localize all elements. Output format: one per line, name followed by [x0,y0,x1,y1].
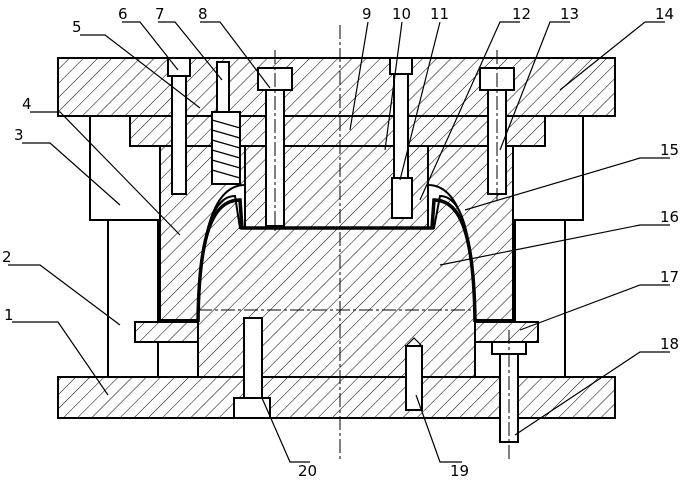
leader-17 [519,284,670,331]
leader-4 [30,111,181,236]
part-label-8: 8 [198,5,208,23]
part-label-15: 15 [660,141,679,159]
leader-1 [12,321,109,396]
part-label-20: 20 [298,462,317,480]
leader-6 [122,21,179,71]
part-label-7: 7 [155,5,165,23]
blank-holder-plate-left [134,321,199,343]
leader-15 [464,157,670,211]
cap-screw-20-head [233,397,271,419]
leader-8 [200,21,271,89]
left-guide-column [107,219,159,378]
cap-screw-6-shank [171,75,187,195]
upper-die-plate [57,57,616,117]
leader-20 [261,397,310,463]
leader-11 [399,21,441,181]
part-label-19: 19 [450,462,469,480]
dowel-pin-19-tip [405,337,423,347]
part-label-1: 1 [4,306,14,324]
dowel-pin-19 [405,345,423,411]
leader-13 [499,21,570,151]
pin-12-head [389,57,413,75]
part-label-13: 13 [560,5,579,23]
backing-plate [129,115,546,147]
cap-screw-20-shank [243,317,263,399]
part-label-17: 17 [660,268,679,286]
part-label-5: 5 [72,18,82,36]
leader-7 [158,21,223,81]
part-label-12: 12 [512,5,531,23]
leader-2 [8,264,121,326]
blank-holder-plate-right [474,321,539,343]
leader-18 [514,351,670,436]
part-label-4: 4 [22,95,32,113]
leader-14 [559,21,665,91]
part-label-18: 18 [660,335,679,353]
leader-3 [22,142,121,206]
spring-pocket [211,111,241,185]
part-label-10: 10 [392,5,411,23]
ejector-rod-slot [391,177,413,219]
part-label-9: 9 [362,5,372,23]
part-label-14: 14 [655,5,674,23]
part-label-6: 6 [118,5,128,23]
spring-screw-7 [216,61,230,113]
leader-10 [384,21,403,151]
part-label-11: 11 [430,5,449,23]
leader-16 [439,224,670,266]
leader-9 [349,21,369,131]
leader-12 [419,21,520,201]
leader-19 [415,394,462,463]
part-label-3: 3 [14,126,24,144]
spring-coils [211,119,241,179]
lower-die-plate [57,376,616,419]
part-label-2: 2 [2,248,12,266]
part-label-16: 16 [660,208,679,226]
workpiece-blank [196,198,477,323]
leader-5 [80,34,201,109]
pin-12-shank [393,73,409,179]
